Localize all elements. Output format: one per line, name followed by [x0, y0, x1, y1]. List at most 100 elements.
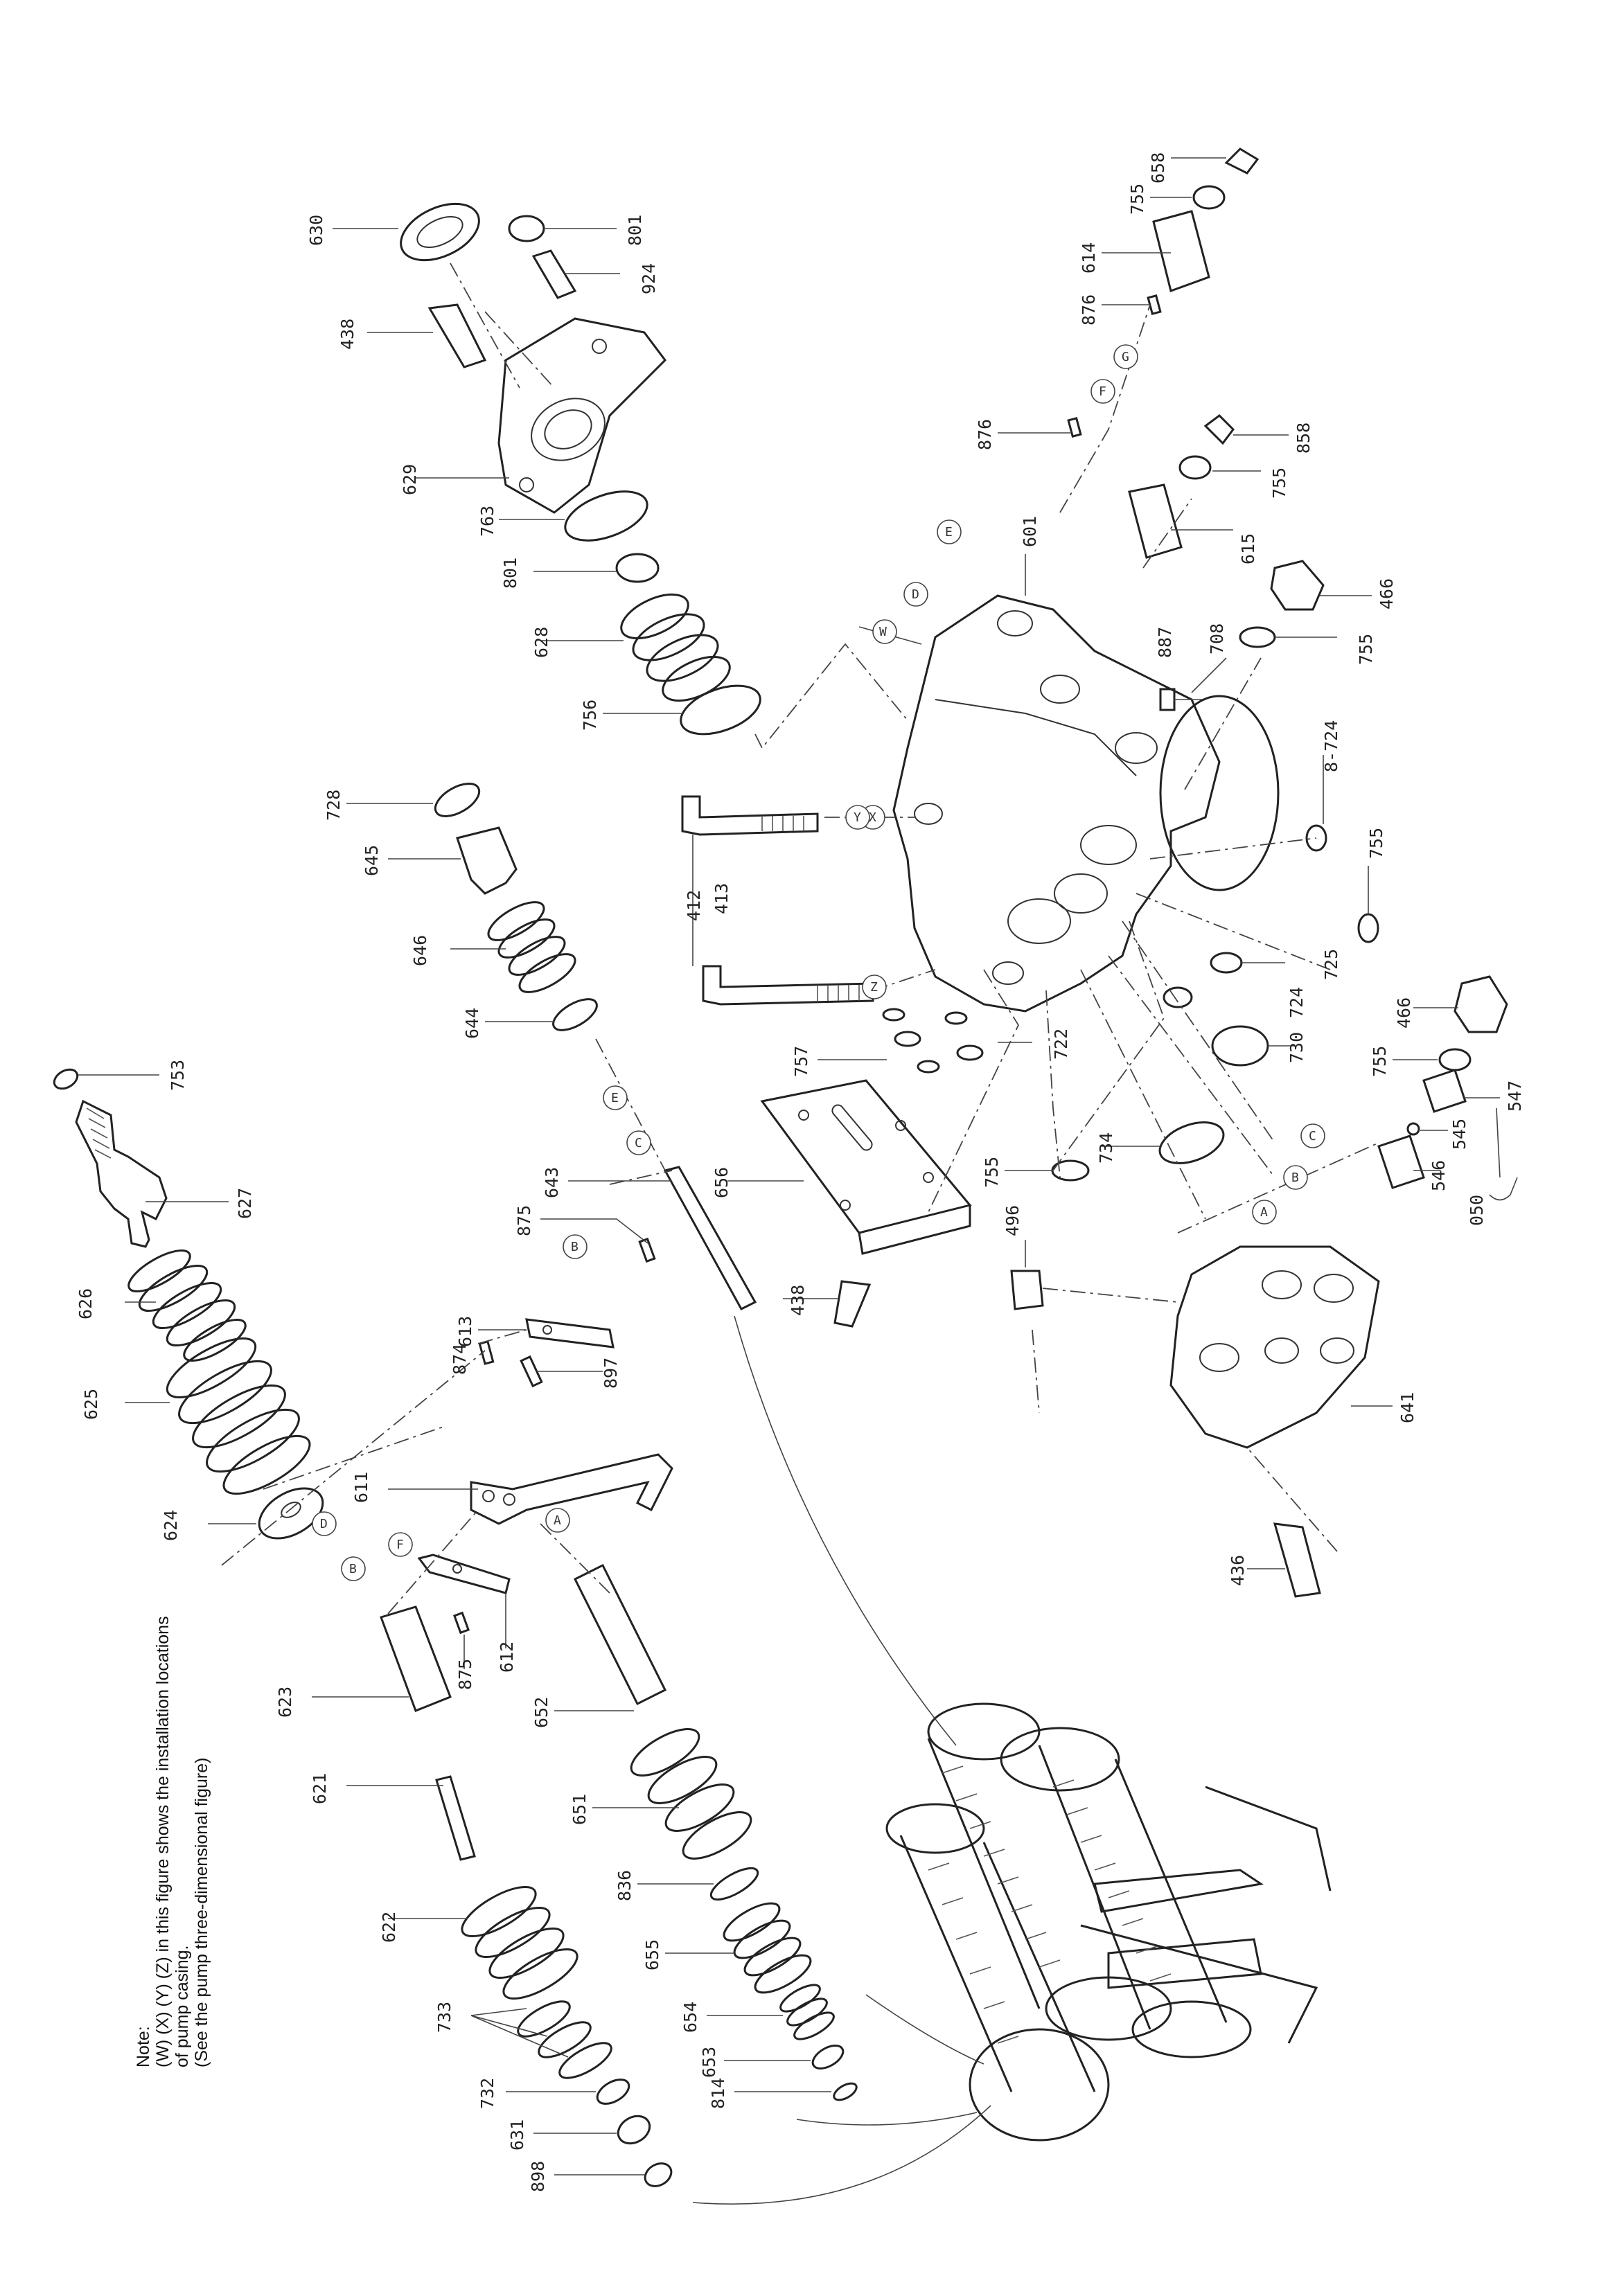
letter-marker: Y — [845, 805, 870, 830]
callout-label: 613 — [455, 1316, 475, 1347]
letter-marker: A — [545, 1508, 570, 1533]
callout-label: 412 — [684, 890, 704, 921]
svg-text:X: X — [869, 810, 876, 825]
letter-marker: B — [341, 1556, 366, 1581]
callout-label: 755 — [1370, 1046, 1390, 1077]
callout-label: 8-724 — [1321, 720, 1341, 772]
callout-label: 627 — [235, 1188, 255, 1219]
callout-label: 730 — [1287, 1032, 1307, 1063]
pilot-cover-assembly — [333, 202, 761, 736]
assembly-guides — [221, 262, 1379, 2205]
callout-label: 656 — [712, 1167, 732, 1198]
svg-text:D: D — [320, 1517, 328, 1531]
callout-label: 601 — [1020, 516, 1040, 547]
callout-label: 651 — [569, 1794, 590, 1825]
svg-text:W: W — [879, 625, 887, 639]
callout-label: 644 — [462, 1008, 482, 1039]
cover-plate-656 — [727, 1008, 1225, 1328]
note-block: Note: (W) (X) (Y) (Z) in this figure sho… — [134, 1616, 211, 2067]
callout-label: 628 — [531, 627, 551, 658]
callout-label: 645 — [362, 845, 382, 876]
callout-label: 436 — [1228, 1555, 1248, 1586]
letter-markers: D B F A B E C W D E X Y Z A B C F G — [312, 344, 1325, 1581]
note-line-1: Note: — [134, 2026, 153, 2067]
note-line-2: (W) (X) (Y) (Z) in this figure shows the… — [153, 1616, 173, 2067]
letter-marker: D — [903, 582, 928, 607]
callout-label: 611 — [351, 1472, 371, 1503]
callout-label: 724 — [1287, 987, 1307, 1018]
callout-label: 643 — [542, 1167, 562, 1198]
callout-label: 653 — [699, 2047, 719, 2078]
svg-text:F: F — [396, 1538, 404, 1552]
callout-label: 630 — [306, 215, 326, 246]
letter-marker: C — [1300, 1123, 1325, 1148]
callout-label: 858 — [1293, 422, 1314, 454]
callout-label: 755 — [1127, 184, 1147, 215]
callout-label: 413 — [712, 883, 732, 914]
callout-label: 722 — [1051, 1029, 1071, 1060]
callout-label: 732 — [477, 2078, 497, 2109]
callout-label: 626 — [76, 1288, 96, 1319]
callout-label: 546 — [1429, 1160, 1449, 1191]
callout-label: 763 — [477, 506, 497, 537]
letter-marker: A — [1252, 1200, 1277, 1225]
callout-label: 614 — [1079, 242, 1099, 274]
callout-label: 708 — [1207, 623, 1227, 655]
svg-text:D: D — [912, 587, 919, 602]
callout-label: 547 — [1505, 1080, 1525, 1112]
callout-label: 924 — [639, 263, 659, 294]
callout-label: 898 — [528, 2161, 548, 2192]
note-line-4: (See the pump three-dimensional figure) — [192, 1758, 211, 2067]
letter-marker: B — [563, 1234, 588, 1259]
callout-label: 801 — [625, 215, 645, 246]
svg-text:C: C — [1309, 1129, 1316, 1143]
svg-text:B: B — [1291, 1171, 1299, 1185]
svg-text:Y: Y — [854, 810, 861, 825]
callout-label: 654 — [680, 2002, 700, 2033]
callout-label: 875 — [514, 1205, 534, 1236]
callout-label: 734 — [1096, 1132, 1116, 1164]
callout-label: 728 — [324, 790, 344, 821]
callout-label: 496 — [1002, 1205, 1023, 1236]
callout-label: 438 — [788, 1285, 808, 1316]
svg-text:A: A — [554, 1513, 561, 1528]
callout-label: 753 — [168, 1060, 188, 1091]
svg-text:C: C — [635, 1136, 642, 1150]
callout-label: 836 — [615, 1870, 635, 1901]
callout-label: 624 — [161, 1510, 181, 1541]
callout-label: 631 — [507, 2119, 527, 2151]
right-top-parts — [998, 148, 1372, 648]
callout-label: 755 — [1269, 468, 1289, 499]
letter-marker: E — [937, 519, 962, 544]
callout-label: 897 — [601, 1358, 621, 1389]
right-lower-parts — [1010, 975, 1508, 1598]
callout-label: 466 — [1394, 997, 1414, 1029]
callout-label: 876 — [1079, 294, 1099, 326]
callout-label: 757 — [791, 1046, 811, 1077]
callout-label: 545 — [1449, 1119, 1469, 1150]
bracket-050 — [1489, 1177, 1518, 1201]
callout-label: 615 — [1238, 533, 1258, 564]
link-assembly-middle — [346, 783, 858, 2101]
callout-label: 652 — [531, 1697, 551, 1728]
svg-text:B: B — [349, 1562, 357, 1576]
callout-label: 887 — [1155, 627, 1175, 658]
callout-label: 875 — [455, 1659, 475, 1690]
callout-label: 438 — [337, 319, 357, 350]
svg-text:E: E — [611, 1091, 619, 1105]
note-line-3: of pump casing. — [173, 1946, 192, 2068]
letter-marker: D — [312, 1511, 337, 1536]
callout-label: 622 — [379, 1912, 399, 1943]
callout-label: 050 — [1467, 1195, 1487, 1226]
svg-text:B: B — [571, 1240, 578, 1254]
letter-marker: G — [1113, 344, 1138, 369]
svg-text:Z: Z — [870, 980, 878, 995]
callout-label: 466 — [1377, 578, 1397, 609]
svg-text:A: A — [1260, 1205, 1268, 1220]
callout-label: 874 — [450, 1344, 470, 1375]
callout-label: 814 — [708, 2078, 728, 2109]
callout-label: 733 — [434, 2002, 454, 2033]
letter-marker: C — [626, 1130, 651, 1155]
callout-label: 646 — [410, 935, 430, 966]
callout-label: 629 — [400, 464, 420, 495]
